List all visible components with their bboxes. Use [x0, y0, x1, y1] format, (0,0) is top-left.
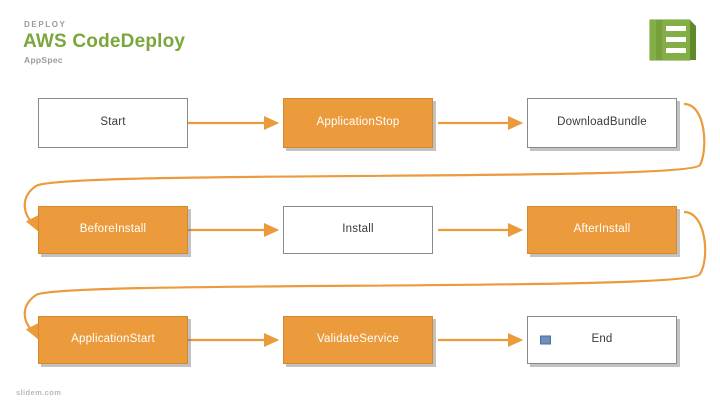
node-label: DownloadBundle [557, 116, 647, 129]
node-application-start[interactable]: ApplicationStart [38, 316, 188, 364]
header-subtitle: AppSpec [24, 55, 63, 65]
node-download-bundle[interactable]: DownloadBundle [527, 98, 677, 148]
node-label: ApplicationStart [71, 333, 155, 346]
end-marker-icon [540, 335, 551, 345]
node-label: ApplicationStop [316, 116, 400, 129]
node-label: Start [100, 116, 126, 129]
footer-watermark: slidem.com [16, 388, 62, 397]
node-label: Install [342, 223, 374, 236]
aws-codedeploy-logo-icon [642, 14, 698, 66]
node-application-stop[interactable]: ApplicationStop [283, 98, 433, 148]
page-title: AWS CodeDeploy [23, 31, 186, 52]
node-before-install[interactable]: BeforeInstall [38, 206, 188, 254]
node-end[interactable]: End [527, 316, 677, 364]
node-label: AfterInstall [573, 223, 631, 236]
node-label: End [591, 333, 613, 346]
node-label: ValidateService [316, 333, 400, 346]
node-start[interactable]: Start [38, 98, 188, 148]
node-after-install[interactable]: AfterInstall [527, 206, 677, 254]
node-install[interactable]: Install [283, 206, 433, 254]
node-validate-service[interactable]: ValidateService [283, 316, 433, 364]
header-eyebrow: DEPLOY [24, 20, 67, 29]
node-label: BeforeInstall [79, 223, 147, 236]
